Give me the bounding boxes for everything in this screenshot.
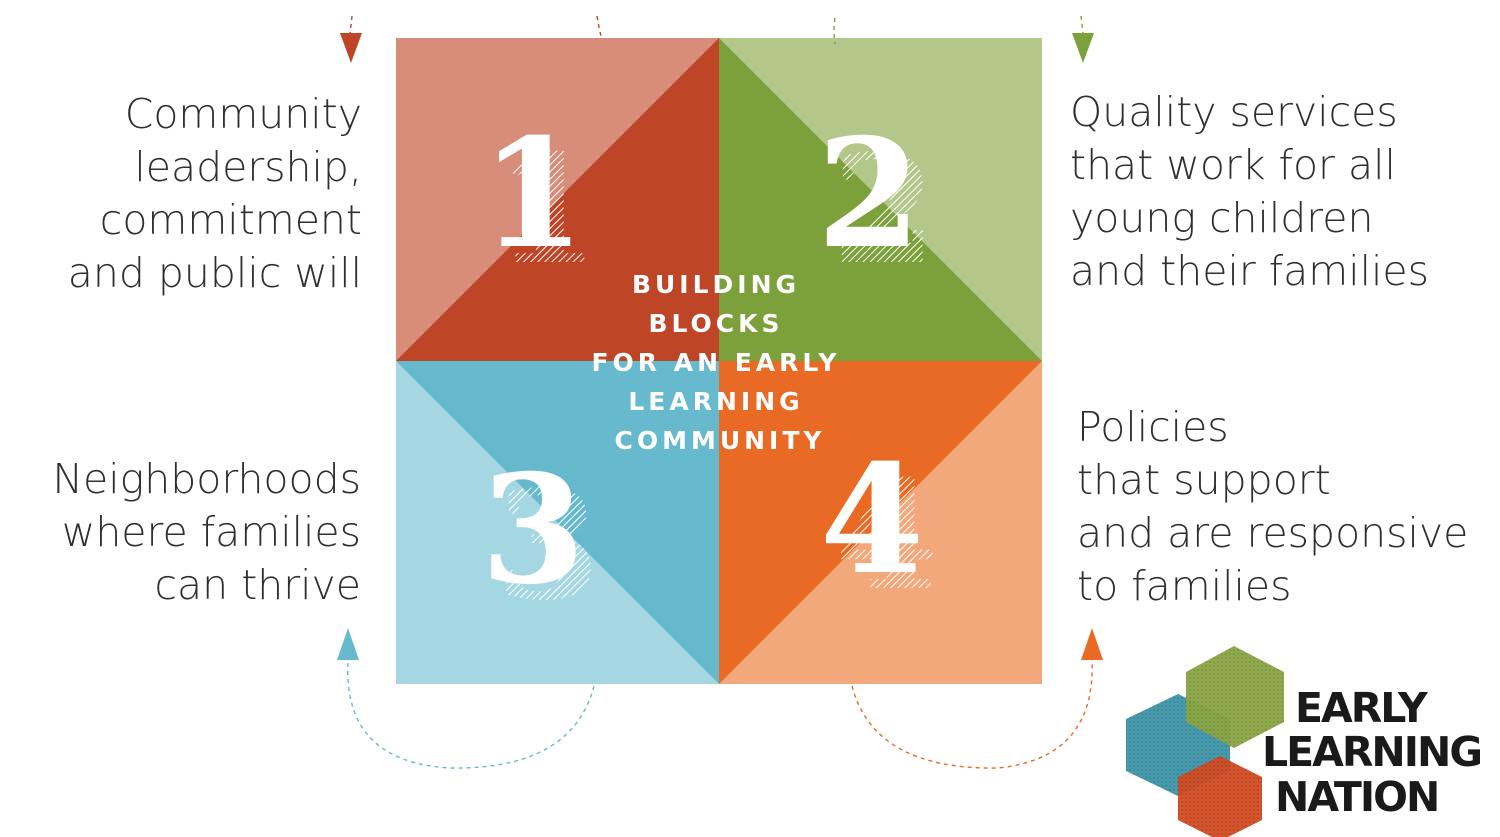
center-title-line-5: COMMUNITY (614, 426, 825, 455)
block-1-dark-triangle (396, 38, 719, 361)
caption-block-4: Policies that support and are responsive… (1077, 401, 1468, 613)
caption-2-line-4: and their families (1070, 247, 1429, 295)
caption-block-1: Community leadership, commitment and pub… (68, 88, 362, 300)
logo: EARLY LEARNING NATION (1126, 646, 1483, 837)
number-3-group: 3 3 (481, 442, 600, 634)
arrow-up-orange-icon (1081, 628, 1103, 660)
number-2-group: 2 2 (817, 106, 936, 298)
caption-4-line-2: that support (1077, 456, 1331, 504)
number-3-shadow: 3 (496, 458, 600, 634)
connector-4 (851, 628, 1103, 769)
block-2-dark-triangle (719, 38, 1042, 361)
caption-1-line-1: Community (124, 90, 362, 138)
block-4-dark-triangle (719, 361, 1042, 684)
center-title-line-3: FOR AN EARLY (591, 348, 840, 377)
caption-2-line-3: young children (1070, 194, 1374, 242)
logo-line-3: NATION (1275, 773, 1438, 821)
caption-2-line-1: Quality services (1070, 88, 1398, 136)
block-3-dark-triangle (396, 361, 719, 684)
number-1-group: 1 1 (481, 106, 599, 298)
logo-line-1: EARLY (1295, 684, 1429, 732)
caption-1-line-2: leadership, (134, 143, 362, 191)
caption-4-line-3: and are responsive (1077, 509, 1469, 557)
caption-2-line-2: that work for all (1070, 141, 1396, 189)
number-1: 1 (481, 106, 585, 282)
block-4 (719, 361, 1042, 684)
logo-line-2: LEARNING (1262, 728, 1481, 776)
center-title-line-1: BUILDING (632, 270, 800, 299)
arrow-down-red-icon (340, 33, 362, 63)
number-4-shadow: 4 (835, 448, 939, 624)
center-title-line-2: BLOCKS (648, 309, 783, 338)
center-title: BUILDING BLOCKS FOR AN EARLY LEARNING CO… (591, 270, 840, 455)
arrow-up-blue-icon (337, 628, 359, 660)
caption-block-3: Neighborhoods where families can thrive (52, 453, 361, 612)
block-2 (719, 38, 1042, 361)
caption-4-line-4: to families (1077, 562, 1292, 610)
number-1-shadow: 1 (495, 122, 599, 298)
caption-1-line-4: and public will (67, 249, 362, 297)
caption-3-line-2: where families (61, 508, 361, 556)
connector-1 (340, 15, 602, 63)
arrow-down-green-icon (1072, 33, 1094, 63)
connector-3 (337, 628, 595, 769)
number-4-group: 4 4 (820, 432, 939, 624)
hexagon-cluster-icon (1126, 646, 1284, 837)
number-2-shadow: 2 (832, 122, 936, 298)
caption-3-line-3: can thrive (154, 561, 361, 609)
block-3 (396, 361, 719, 684)
center-title-line-4: LEARNING (628, 387, 803, 416)
number-3: 3 (481, 442, 585, 618)
caption-3-line-1: Neighborhoods (52, 455, 361, 503)
block-1 (396, 38, 719, 361)
caption-4-line-1: Policies (1077, 403, 1229, 451)
number-2: 2 (817, 106, 921, 282)
number-4: 4 (820, 432, 924, 608)
connector-2 (833, 15, 1094, 63)
caption-block-2: Quality services that work for all young… (1070, 86, 1429, 298)
caption-1-line-3: commitment (99, 196, 362, 244)
